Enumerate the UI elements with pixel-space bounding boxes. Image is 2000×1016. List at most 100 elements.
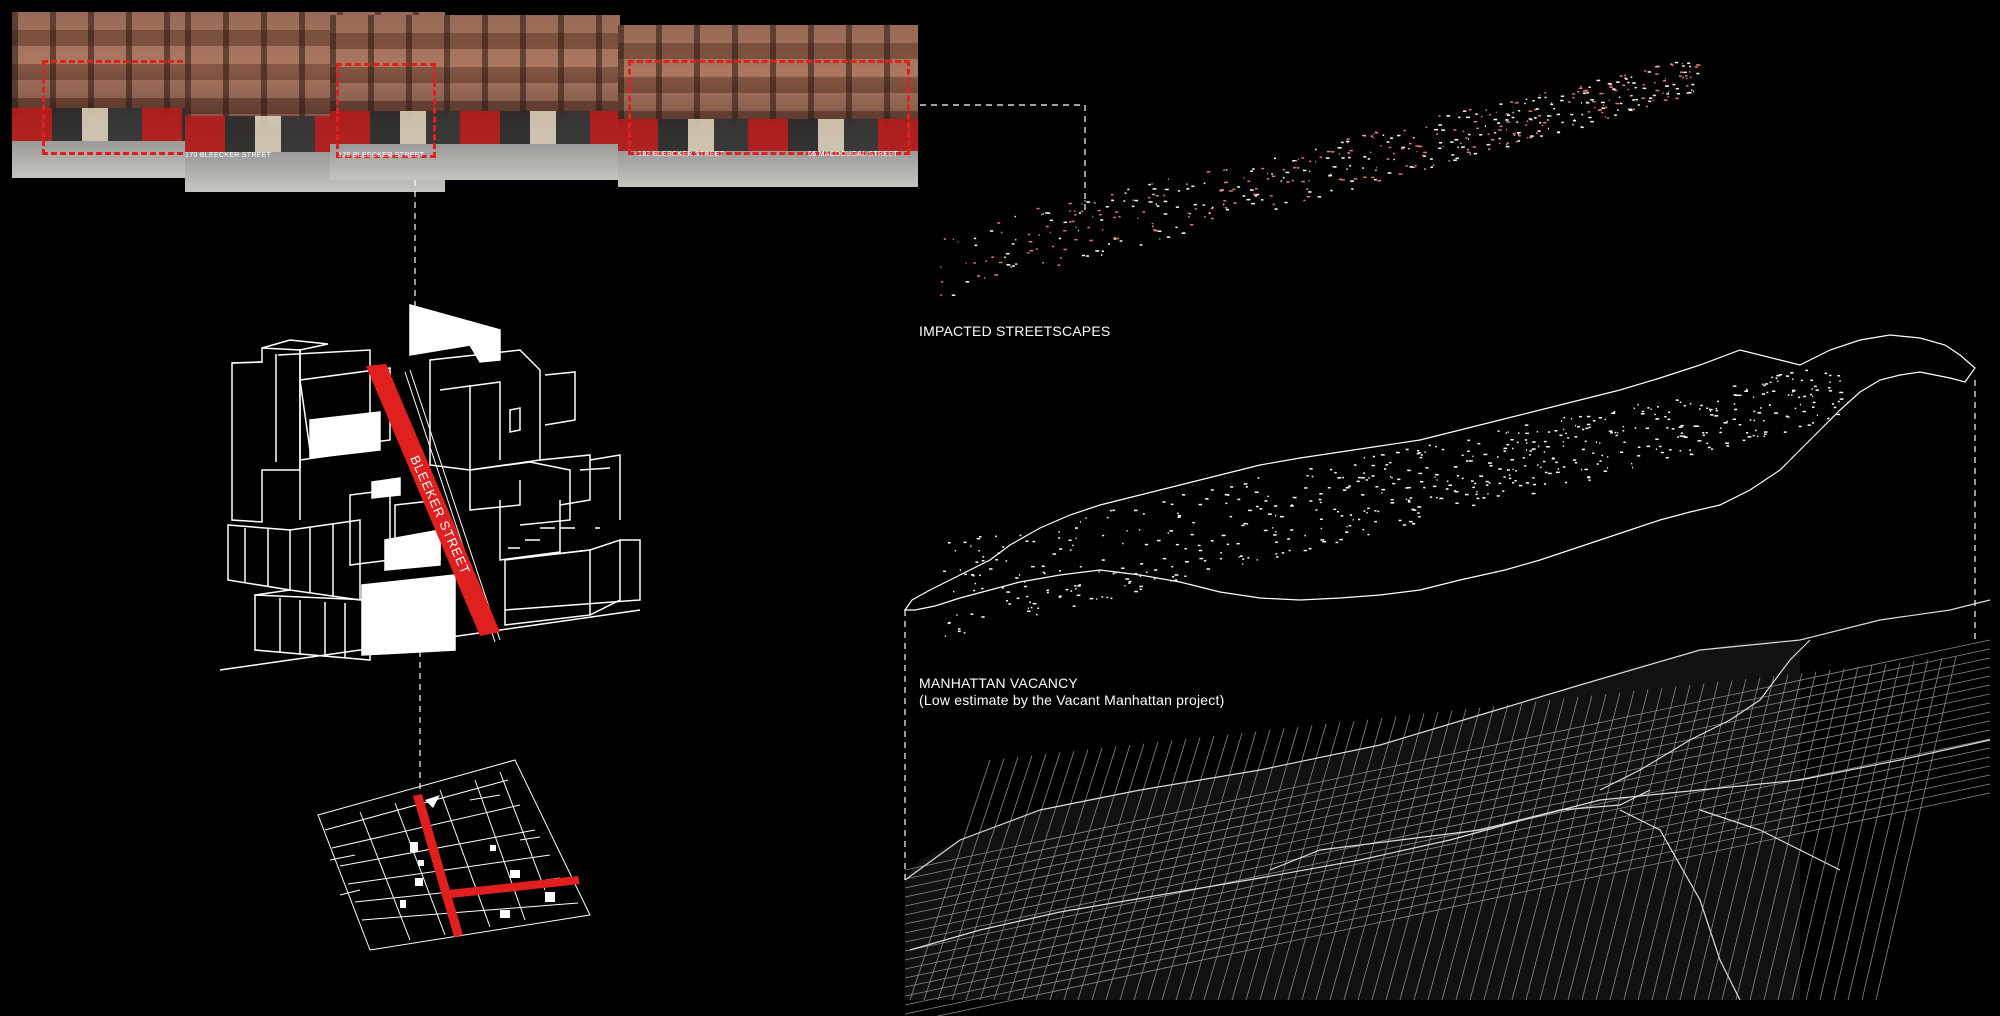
impacted-dot: [1375, 132, 1379, 134]
vacancy-dot: [1660, 451, 1664, 454]
impacted-dot: [1042, 262, 1045, 264]
impacted-dot: [1252, 168, 1255, 170]
vacancy-dot: [1139, 575, 1142, 577]
street-line: [1175, 731, 1257, 1001]
impacted-dot: [1602, 104, 1605, 106]
vacancy-dot: [1198, 503, 1203, 506]
impacted-dot: [1084, 200, 1086, 202]
street-line: [1063, 743, 1145, 1001]
vacancy-dot: [1110, 597, 1113, 600]
impacted-dot: [1685, 75, 1688, 77]
vacancy-dot: [1637, 455, 1641, 457]
impacted-dot: [1557, 131, 1560, 133]
impacted-dot: [1550, 103, 1554, 106]
vacancy-dot: [1445, 488, 1449, 490]
vacancy-dot: [1210, 540, 1214, 542]
impacted-dot: [1480, 115, 1483, 118]
vacancy-dot: [1089, 597, 1094, 600]
impacted-dot: [1369, 151, 1372, 154]
impacted-dot: [1615, 102, 1620, 105]
vacancy-dot: [1827, 417, 1830, 420]
vacancy-dot: [1002, 587, 1004, 589]
vacancy-dot: [1837, 400, 1840, 403]
impacted-dot: [1163, 213, 1168, 215]
vacancy-dot: [1358, 518, 1361, 521]
vacancy-dot: [1363, 456, 1365, 459]
impacted-dot: [1588, 91, 1590, 94]
street-line: [1161, 732, 1243, 1001]
vacancy-dot: [963, 632, 966, 634]
vacancy-dot: [1587, 476, 1591, 478]
vacancy-dot: [995, 535, 997, 538]
impacted-dot: [1488, 148, 1491, 150]
vacancy-dot: [1816, 414, 1818, 417]
impacted-dot: [1164, 188, 1169, 191]
impacted-dot: [1696, 72, 1700, 75]
vacancy-dot: [1833, 406, 1837, 409]
street-line: [1007, 749, 1089, 1001]
vacancy-dot: [1774, 412, 1778, 414]
impacted-dot: [985, 260, 987, 262]
impacted-dot: [1506, 128, 1507, 131]
vacancy-dot: [1140, 563, 1144, 565]
vacancy-dot: [1242, 563, 1244, 565]
vacancy-dot: [1785, 375, 1790, 377]
impacted-dot: [1181, 232, 1186, 234]
street-line: [1259, 722, 1341, 1001]
vacancy-dot: [1812, 401, 1816, 404]
vacancy-dot: [1342, 476, 1344, 479]
vacancy-dot: [1334, 472, 1337, 474]
vacancy-dot: [1839, 391, 1844, 394]
vacancy-dot: [1502, 490, 1505, 492]
impacted-dot: [1139, 244, 1143, 246]
vacancy-dot: [1467, 450, 1470, 452]
vacancy-dot: [1763, 384, 1766, 387]
vacancy-dot: [1072, 544, 1074, 547]
impacted-dot: [1346, 138, 1350, 140]
vacancy-dot: [1472, 486, 1475, 489]
impacted-dot: [1110, 194, 1114, 196]
impacted-dot: [1332, 166, 1337, 168]
impacted-dot: [1349, 165, 1352, 167]
vacancy-dot: [1472, 455, 1474, 458]
vacancy-dot: [1059, 548, 1063, 550]
vacancy-dot: [1453, 490, 1457, 492]
impacted-dot: [1581, 102, 1582, 104]
impacted-dot: [1049, 219, 1053, 222]
impacted-dot: [1506, 143, 1508, 146]
impacted-dot: [1535, 108, 1539, 110]
impacted-dot: [1155, 203, 1157, 205]
vacancy-dot: [1810, 379, 1813, 382]
impacted-dot: [1317, 196, 1322, 198]
impacted-dot: [1049, 231, 1051, 234]
vacancy-dot: [1380, 454, 1385, 456]
vacancy-dot: [1791, 394, 1793, 397]
impacted-dot: [1550, 115, 1552, 117]
vacancy-dot: [1671, 428, 1675, 430]
vacancy-dot: [1719, 431, 1722, 434]
site-plan-red-streets: [413, 794, 580, 937]
impacted-dot: [1271, 173, 1273, 175]
vacancy-dot: [1309, 468, 1313, 470]
impacted-dot: [1167, 178, 1169, 180]
vacancy-dot: [1799, 403, 1801, 406]
vacancy-dot: [1763, 431, 1768, 433]
impacted-dot: [1513, 134, 1516, 136]
vacancy-dot: [1684, 436, 1688, 438]
vacancy-dot: [1348, 525, 1352, 527]
impacted-dot: [1224, 181, 1228, 184]
impacted-dot: [1301, 157, 1305, 159]
vacancy-dot: [1315, 509, 1318, 511]
vacancy-dot: [1697, 440, 1702, 442]
vacancy-dot: [1122, 542, 1124, 545]
impacted-dot: [1646, 105, 1649, 108]
impacted-dot: [1219, 190, 1223, 192]
impacted-dot: [1543, 121, 1547, 124]
vacancy-dot: [1417, 506, 1422, 508]
vacancy-dot: [1428, 444, 1431, 447]
impacted-dot: [1093, 202, 1096, 204]
vacancy-dot: [1803, 395, 1806, 398]
impacted-dot: [1229, 190, 1233, 192]
impacted-dot: [940, 266, 942, 268]
vacancy-dot: [1802, 410, 1806, 413]
